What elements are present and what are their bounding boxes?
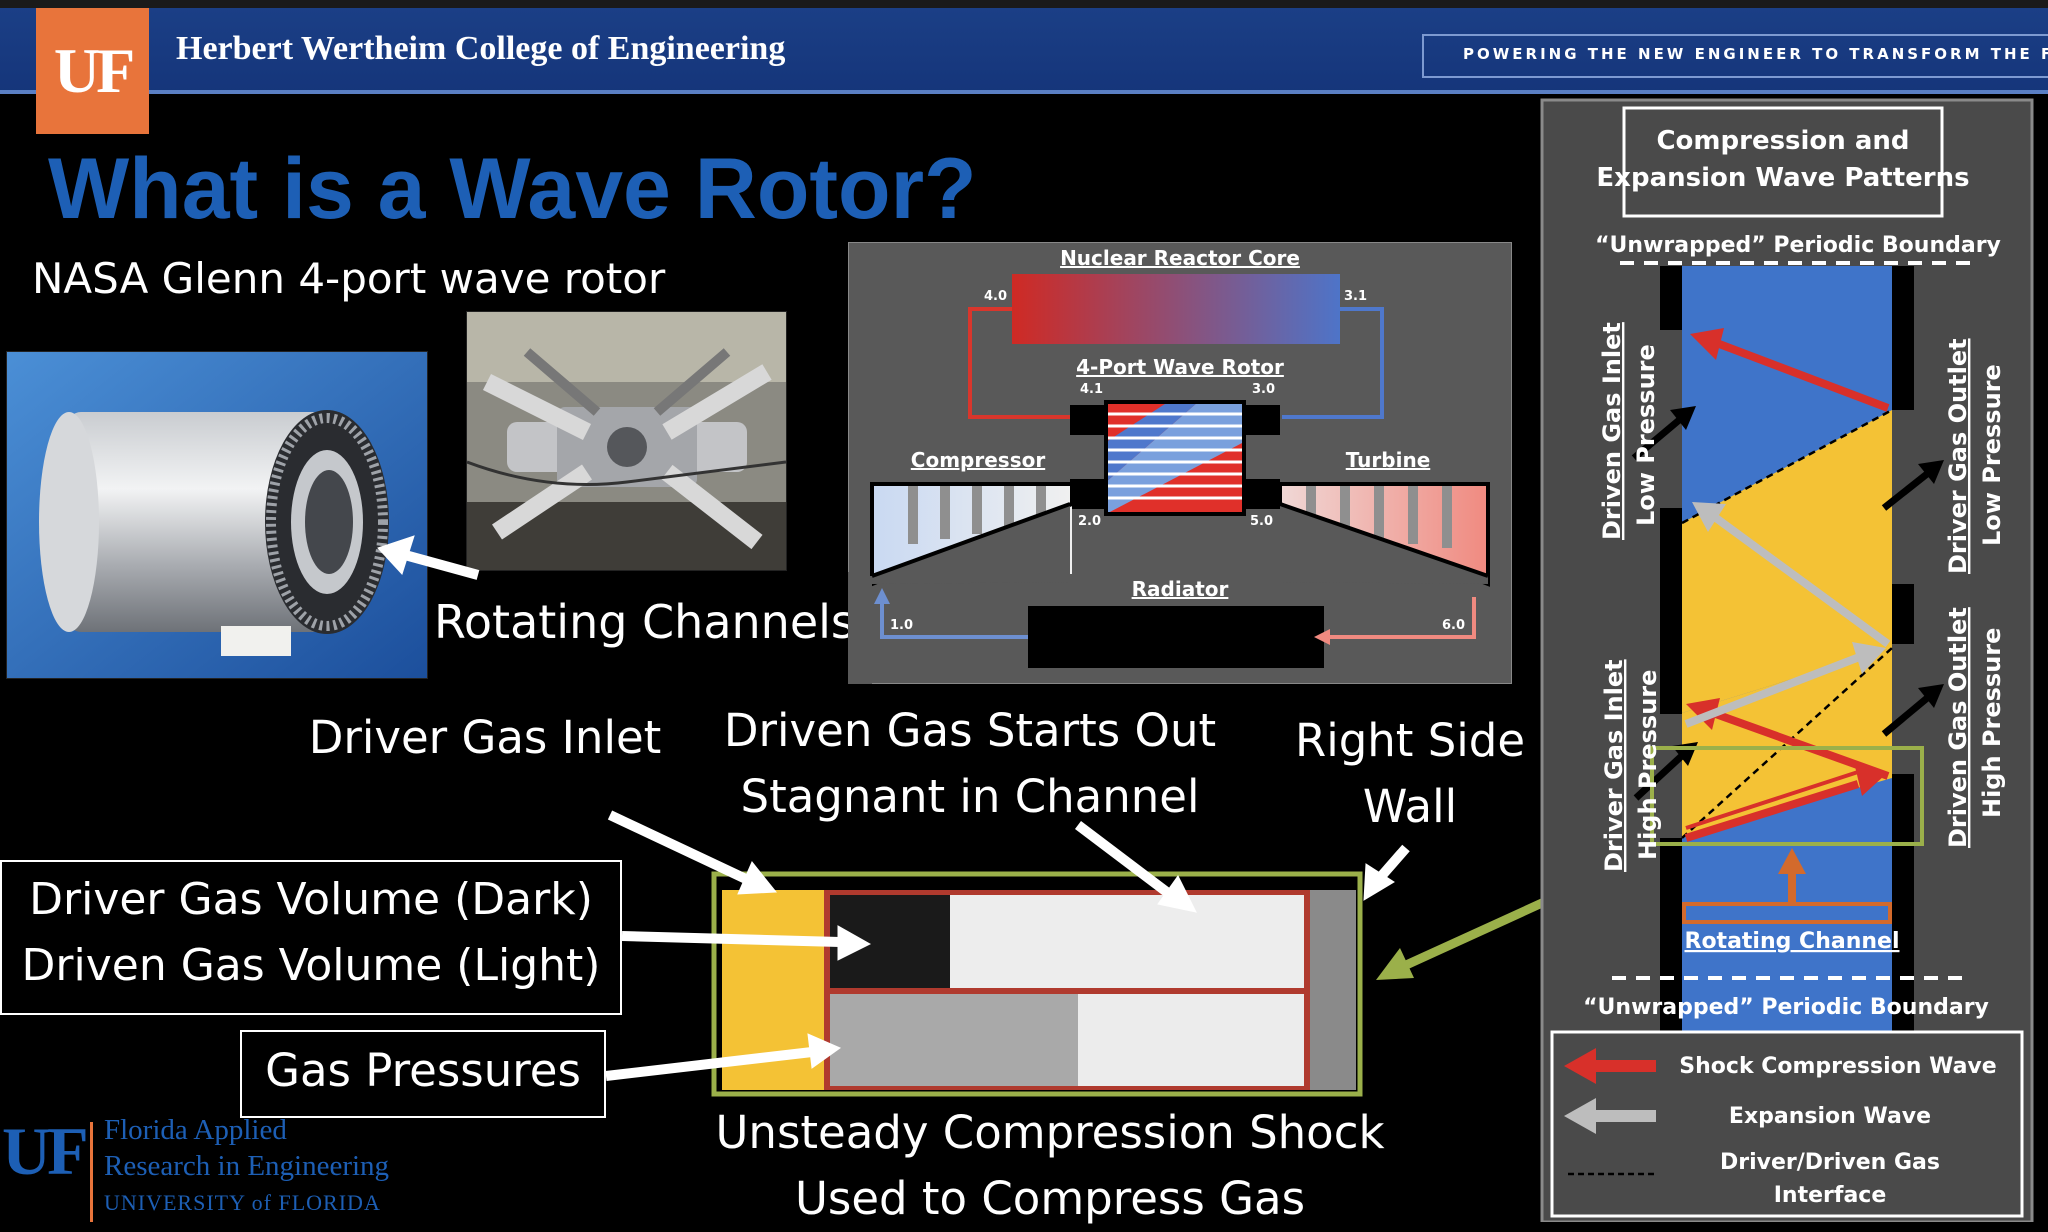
station-50: 5.0 bbox=[1250, 514, 1273, 529]
driven-outlet-high-sub: High Pressure bbox=[1978, 628, 2006, 818]
driver-volume-label: Driver Gas Volume (Dark) bbox=[29, 874, 593, 925]
legend-interface-1: Driver/Driven Gas bbox=[1720, 1150, 1940, 1175]
station-20: 2.0 bbox=[1078, 514, 1101, 529]
wave-panel-title-1: Compression and bbox=[1656, 126, 1909, 156]
radiator-label: Radiator bbox=[1132, 577, 1229, 601]
radiator-block bbox=[1028, 606, 1324, 668]
driven-gas-starts-label: Driven Gas Starts Out Stagnant in Channe… bbox=[723, 704, 1217, 823]
turbine-label: Turbine bbox=[1346, 448, 1431, 472]
station-60: 6.0 bbox=[1442, 618, 1465, 633]
right-side-wall-label: Right Side Wall bbox=[1294, 714, 1526, 833]
fare-line-3: UNIVERSITY of FLORIDA bbox=[104, 1190, 381, 1215]
shock-waves bbox=[1684, 328, 1890, 842]
wave-rotor-label: 4-Port Wave Rotor bbox=[1076, 355, 1284, 379]
station-30: 3.0 bbox=[1252, 382, 1275, 397]
wave-pattern-panel: Compression and Expansion Wave Patterns … bbox=[1540, 98, 2034, 1222]
unsteady-shock-label: Unsteady Compression Shock Used to Compr… bbox=[715, 1106, 1385, 1225]
uf-logo: UF bbox=[36, 8, 149, 134]
wave-rotor-photo bbox=[6, 351, 428, 679]
slide-title: What is a Wave Rotor? bbox=[48, 141, 977, 237]
header-divider bbox=[0, 90, 2048, 94]
driver-inlet-high-sub: High Pressure bbox=[1634, 670, 1662, 860]
fare-line-2: Research in Engineering bbox=[104, 1150, 390, 1182]
rotating-channel-label: Rotating Channel bbox=[1685, 929, 1900, 954]
wave-panel-title-2: Expansion Wave Patterns bbox=[1596, 163, 1969, 193]
boundary-bottom-label: “Unwrapped” Periodic Boundary bbox=[1583, 995, 1989, 1020]
driver-outlet-low-sub: Low Pressure bbox=[1978, 364, 2006, 546]
header-bar bbox=[0, 0, 2048, 94]
test-rig-photo bbox=[466, 311, 787, 571]
nasa-subtitle: NASA Glenn 4-port wave rotor bbox=[32, 254, 666, 303]
driven-inlet-low-sub: Low Pressure bbox=[1632, 344, 1660, 526]
driven-volume-label: Driven Gas Volume (Light) bbox=[21, 940, 601, 991]
tagline-frame bbox=[1422, 34, 2048, 78]
pressure-label-box bbox=[240, 1030, 606, 1118]
driver-outlet-low-label: Driver Gas Outlet bbox=[1944, 338, 1972, 574]
legend-interface-2: Interface bbox=[1774, 1183, 1887, 1208]
driver-gas-inlet-label: Driver Gas Inlet bbox=[308, 711, 662, 764]
rotating-channels-label: Rotating Channels bbox=[434, 595, 855, 649]
white-arrows bbox=[377, 535, 1410, 1081]
station-40: 4.0 bbox=[984, 289, 1007, 304]
cycle-diagram: Nuclear Reactor Core 4.0 3.1 4-Port Wave… bbox=[848, 242, 1512, 684]
reactor-label: Nuclear Reactor Core bbox=[1060, 246, 1300, 270]
station-41: 4.1 bbox=[1080, 382, 1103, 397]
fare-uf-logo: UF bbox=[2, 1113, 89, 1189]
expansion-waves bbox=[1684, 502, 1891, 728]
fare-line-1: Florida Applied bbox=[104, 1114, 287, 1146]
driven-outlet-high-label: Driven Gas Outlet bbox=[1944, 607, 1972, 848]
channel-graphic bbox=[711, 871, 1363, 1097]
tagline: POWERING THE NEW ENGINEER TO TRANSFORM T… bbox=[1463, 45, 2048, 63]
wave-rotor-block bbox=[1106, 402, 1244, 514]
college-name: Herbert Wertheim College of Engineering bbox=[176, 30, 786, 67]
boundary-top-label: “Unwrapped” Periodic Boundary bbox=[1595, 233, 2001, 258]
port-flow-arrows bbox=[1631, 413, 1935, 801]
compressor-label: Compressor bbox=[911, 448, 1046, 472]
driven-inlet-low-label: Driven Gas Inlet bbox=[1598, 322, 1626, 540]
legend-expansion: Expansion Wave bbox=[1729, 1104, 1931, 1129]
volume-label-box bbox=[0, 860, 622, 1015]
legend-shock: Shock Compression Wave bbox=[1679, 1054, 1996, 1079]
reactor-core bbox=[1012, 274, 1340, 344]
driver-inlet-high-label: Driver Gas Inlet bbox=[1600, 659, 1628, 872]
fare-divider bbox=[90, 1122, 93, 1222]
station-10: 1.0 bbox=[890, 618, 913, 633]
wave-panel-title-box bbox=[1622, 106, 1944, 218]
station-31: 3.1 bbox=[1344, 289, 1367, 304]
gas-pressures-label: Gas Pressures bbox=[265, 1044, 581, 1097]
